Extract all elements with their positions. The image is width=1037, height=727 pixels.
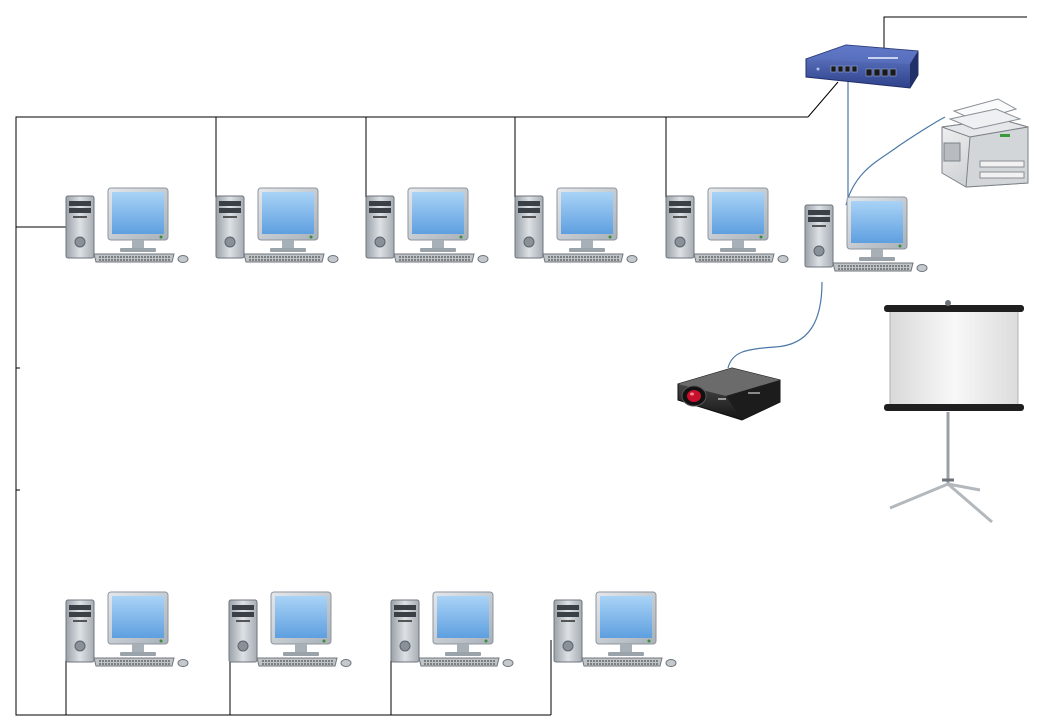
uplink-cable: [883, 16, 1027, 62]
bus-tick-marks: [16, 367, 20, 491]
laser-printer-icon: [941, 98, 1029, 188]
desktop-computer-icon: [65, 187, 189, 264]
connection-switch-to-pc-row1-1: [15, 116, 808, 716]
desktop-computer-icon: [228, 591, 352, 668]
connection-teacher-pc-to-printer: [845, 116, 946, 206]
video-projector-icon: [677, 367, 781, 421]
tripod-projection-screen-icon: [884, 300, 1024, 524]
connection-teacher-pc-to-projector: [727, 281, 823, 369]
desktop-computer-icon: [514, 187, 638, 264]
switch-to-bus-cable: [807, 81, 839, 118]
desktop-computer-icon: [665, 187, 789, 264]
desktop-computer-icon: [553, 591, 677, 668]
desktop-computer-icon: [390, 591, 514, 668]
desktop-computer-icon: [365, 187, 489, 264]
desktop-computer-icon: [804, 196, 928, 273]
network-switch-icon: [805, 44, 919, 89]
desktop-computer-icon: [215, 187, 339, 264]
desktop-computer-icon: [65, 591, 189, 668]
